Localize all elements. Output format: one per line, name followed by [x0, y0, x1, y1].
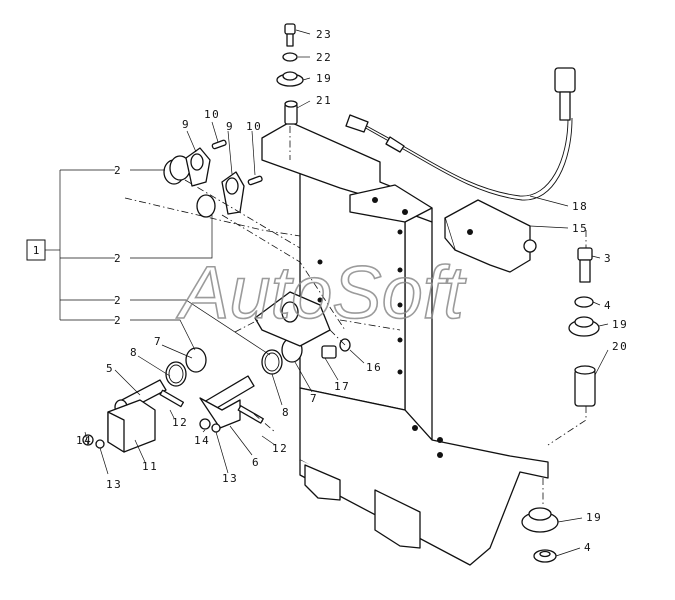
callout-13: 13	[222, 472, 238, 485]
callout-3: 3	[604, 252, 612, 265]
ref-box	[26, 239, 46, 261]
callout-4: 4	[604, 299, 612, 312]
callout-2: 2	[114, 314, 122, 327]
upper-left-parts	[163, 139, 263, 218]
top-stack	[276, 23, 304, 125]
bracket-15	[444, 199, 537, 273]
callout-labels: 23 22 19 21 10 9 9 10 2 2 2 2 18 15 3 4 …	[76, 28, 628, 554]
lower-left-parts	[82, 291, 351, 453]
cable-18	[345, 67, 576, 201]
callout-17: 17	[334, 380, 350, 393]
callout-22: 22	[316, 51, 332, 64]
callout-2: 2	[114, 252, 122, 265]
main-bracket	[261, 121, 549, 566]
callout-19: 19	[612, 318, 628, 331]
callout-19: 19	[586, 511, 602, 524]
watermark-logo: AutoSoft	[176, 251, 467, 334]
ref-box-label: 1	[33, 244, 40, 257]
callout-20: 20	[612, 340, 628, 353]
callout-12: 12	[272, 442, 288, 455]
callout-11: 11	[142, 460, 158, 473]
callout-21: 21	[316, 94, 332, 107]
dash-dot-lines	[124, 126, 587, 504]
callout-12: 12	[172, 416, 188, 429]
callout-23: 23	[316, 28, 332, 41]
callout-2: 2	[114, 164, 122, 177]
callout-19: 19	[316, 72, 332, 85]
ref-connectors	[45, 169, 271, 356]
callout-15: 15	[572, 222, 588, 235]
callout-4: 4	[584, 541, 592, 554]
callout-2: 2	[114, 294, 122, 307]
right-stack	[568, 247, 600, 407]
bottom-stack	[521, 507, 559, 563]
callout-6: 6	[252, 456, 260, 469]
callout-8: 8	[282, 406, 290, 419]
callout-14: 14	[76, 434, 92, 447]
callout-9: 9	[182, 118, 190, 131]
callout-16: 16	[366, 361, 382, 374]
callout-9: 9	[226, 120, 234, 133]
callout-8: 8	[130, 346, 138, 359]
callout-18: 18	[572, 200, 588, 213]
callout-13: 13	[106, 478, 122, 491]
leader-lines	[84, 29, 609, 557]
callout-7: 7	[310, 392, 318, 405]
callout-10: 10	[246, 120, 262, 133]
callout-7: 7	[154, 335, 162, 348]
callout-10: 10	[204, 108, 220, 121]
callout-5: 5	[106, 362, 114, 375]
callout-14: 14	[194, 434, 210, 447]
